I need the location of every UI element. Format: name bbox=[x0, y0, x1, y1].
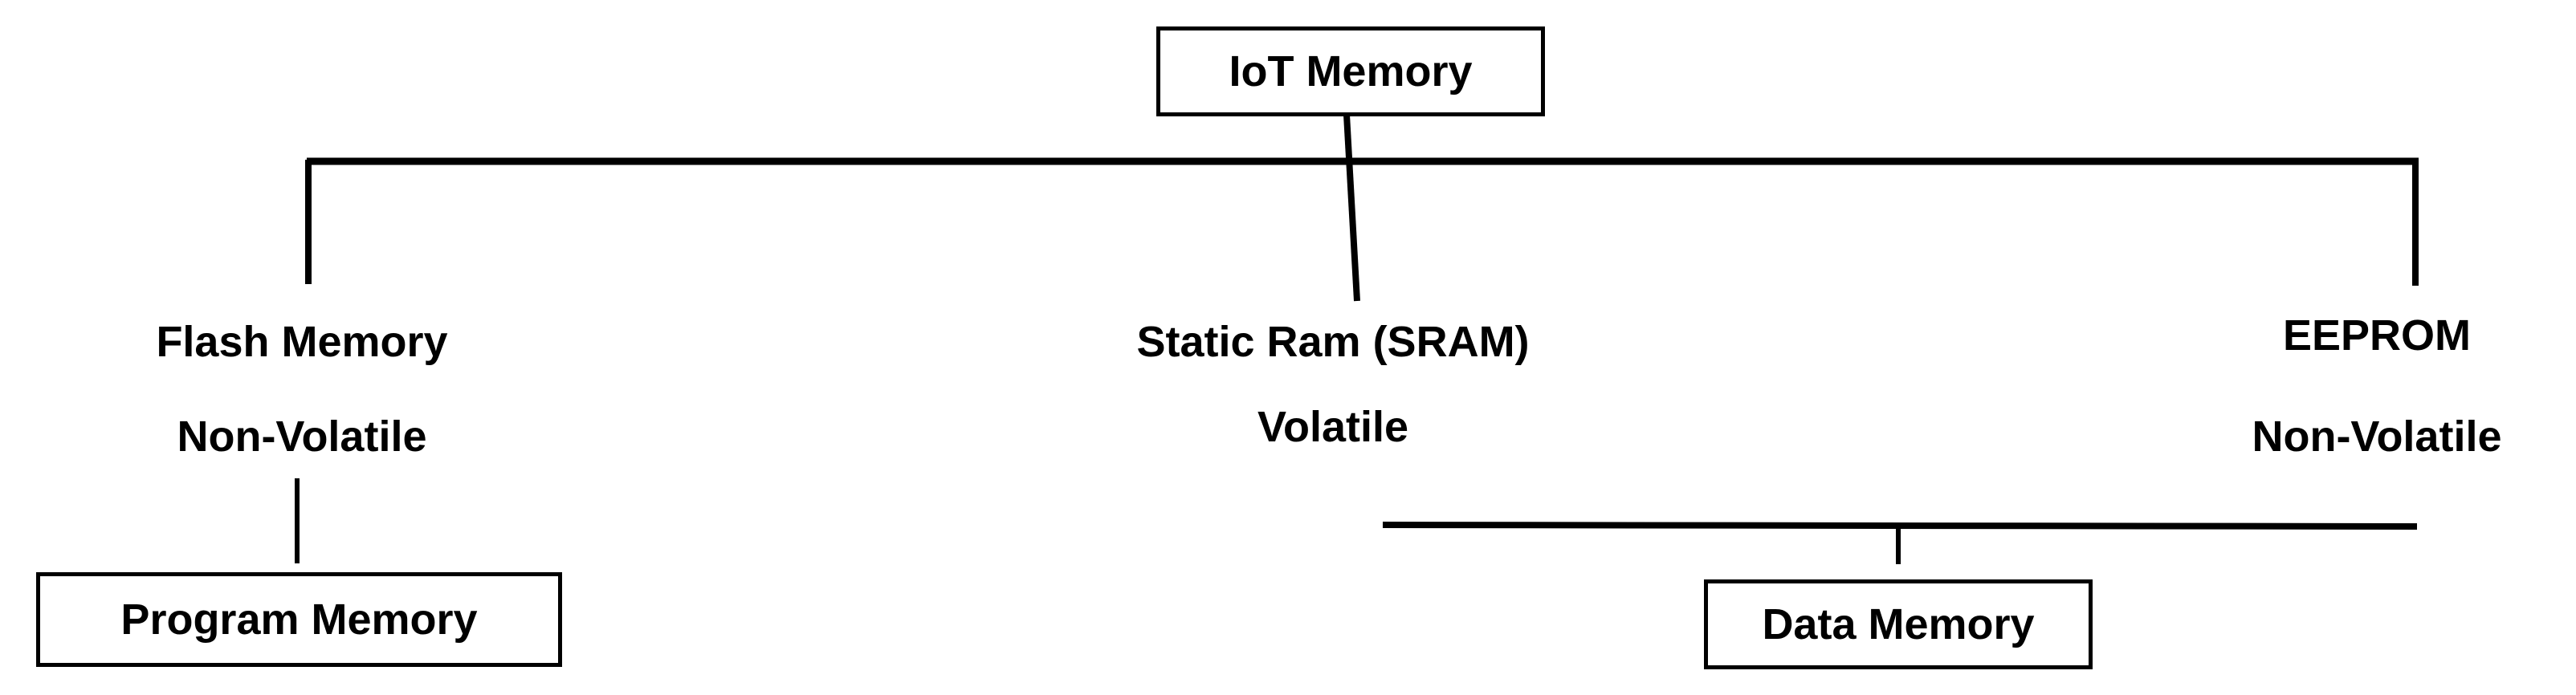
sram-type: Volatile bbox=[1257, 403, 1409, 451]
root-node-box: IoT Memory bbox=[1156, 26, 1545, 116]
data-memory-box: Data Memory bbox=[1704, 579, 2093, 669]
program-memory-label: Program Memory bbox=[120, 595, 478, 644]
flash-memory-name: Flash Memory bbox=[156, 318, 448, 366]
root-to-sram-connector bbox=[1343, 114, 1360, 302]
data-memory-label: Data Memory bbox=[1762, 600, 2035, 648]
eeprom-type: Non-Volatile bbox=[2252, 413, 2502, 461]
sram-name: Static Ram (SRAM) bbox=[1136, 318, 1530, 366]
eeprom-name: EEPROM bbox=[2282, 311, 2472, 360]
program-memory-box: Program Memory bbox=[36, 572, 562, 667]
flash-memory-type: Non-Volatile bbox=[177, 413, 427, 461]
root-node-label: IoT Memory bbox=[1229, 47, 1473, 96]
